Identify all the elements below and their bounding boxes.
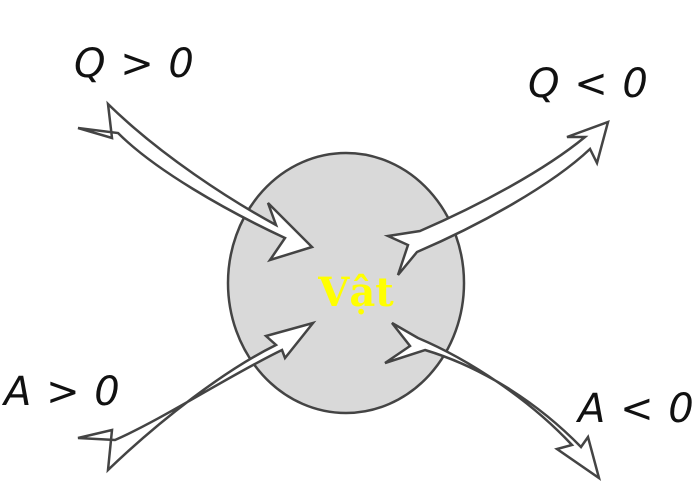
label-work-out: A < 0 <box>578 386 692 432</box>
arrow-heat-out <box>383 119 610 276</box>
arrow-work-in <box>77 320 317 474</box>
arrow-work-out <box>384 321 602 481</box>
label-heat-out: Q < 0 <box>528 61 649 107</box>
label-work-in: A > 0 <box>4 369 121 415</box>
arrow-heat-in <box>77 100 315 263</box>
label-heat-in: Q > 0 <box>74 41 195 87</box>
object-label: Vật <box>318 269 394 316</box>
